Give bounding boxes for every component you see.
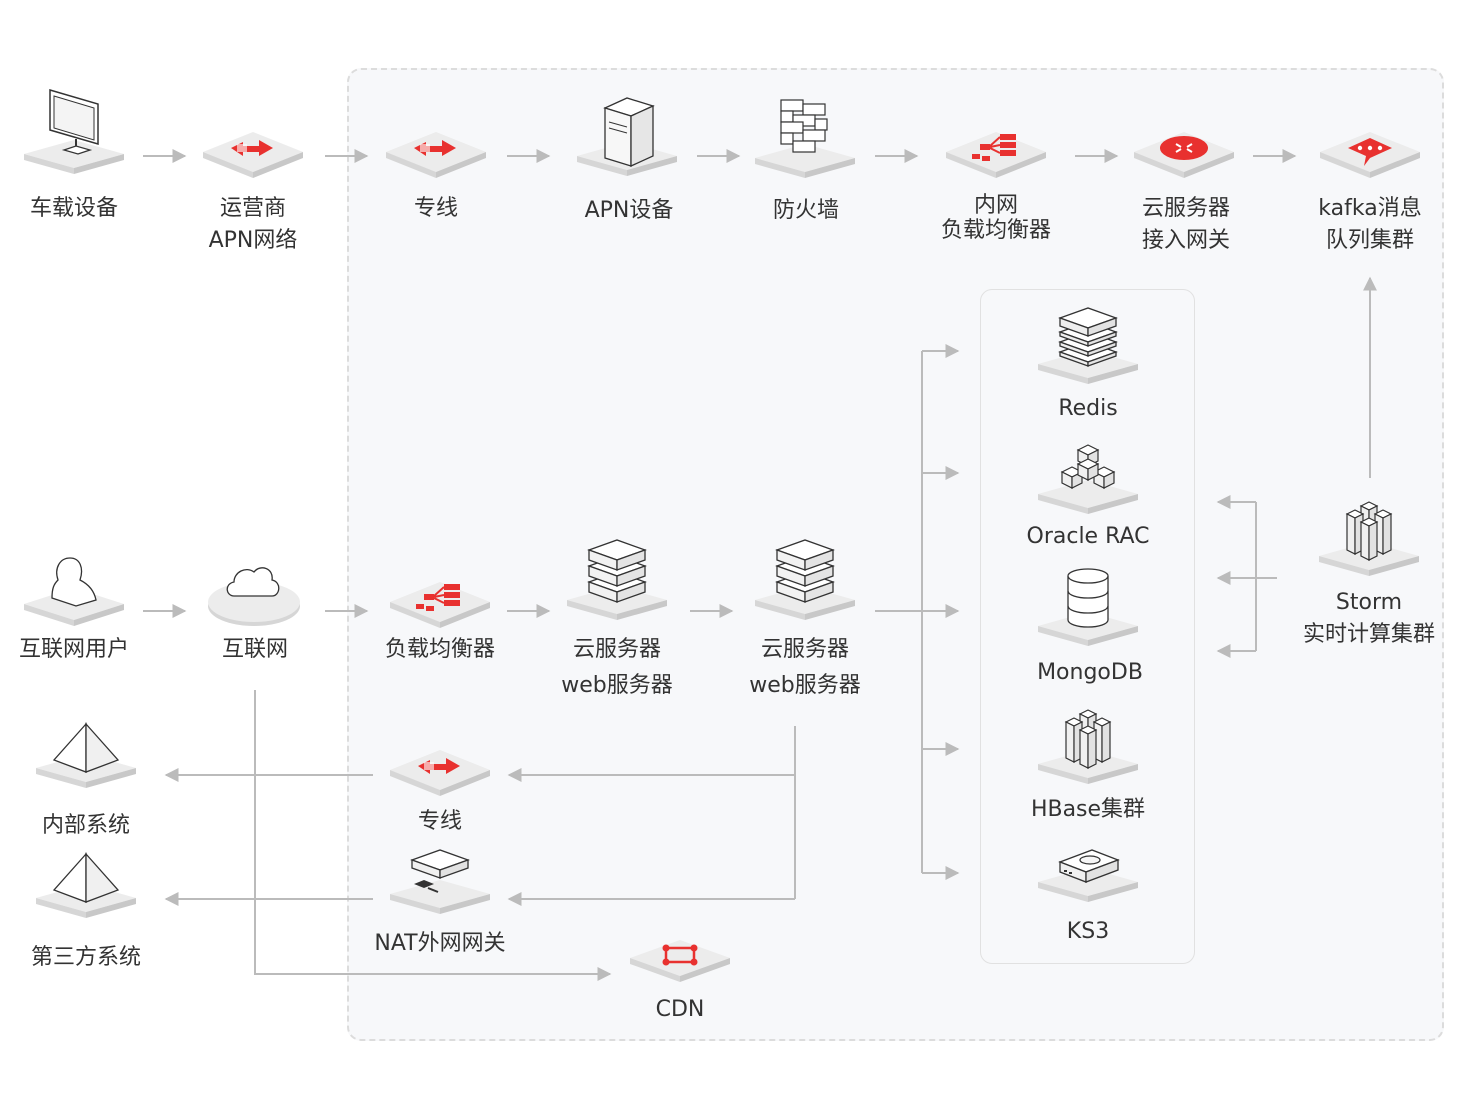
mongodb-label: MongoDB (1037, 660, 1143, 685)
server-stack-icon (567, 539, 667, 620)
ks3-node (1038, 838, 1138, 930)
storage-drive-icon (1038, 849, 1138, 902)
internal-lb-node (946, 90, 1046, 182)
load-balancer-node (390, 540, 490, 632)
internet-label: 互联网 (221, 637, 288, 662)
web-server-2-label-2: web服务器 (749, 673, 861, 698)
storm-node (1319, 492, 1419, 584)
nat-gateway-node (390, 838, 490, 930)
internet-node (204, 540, 304, 632)
layers-icon (1038, 307, 1138, 384)
internal-system-label: 内部系统 (41, 813, 130, 838)
cluster-icon (1319, 501, 1419, 576)
hbase-label: HBase集群 (1030, 797, 1146, 822)
leased-line-top-label: 专线 (413, 196, 458, 221)
leased-line-top-node (386, 90, 486, 182)
network-switch-icon (203, 132, 303, 178)
kafka-label-2: 队列集群 (1325, 228, 1414, 253)
operator-apn-node (203, 90, 303, 182)
leased-line-bottom-label: 专线 (417, 809, 462, 834)
apn-device-label: APN设备 (584, 198, 674, 223)
server-tower-icon (577, 97, 677, 176)
server-stack-icon (755, 539, 855, 620)
internal-lb-label-2: 负载均衡器 (940, 218, 1051, 243)
hbase-node (1038, 700, 1138, 792)
operator-apn-label-1: 运营商 (219, 196, 286, 221)
third-party-node (36, 844, 136, 936)
load-balancer-icon (390, 582, 490, 628)
redis-node (1038, 300, 1138, 392)
storm-label-2: 实时计算集群 (1302, 622, 1435, 647)
operator-apn-label-2: APN网络 (208, 228, 298, 253)
monitor-icon (24, 89, 124, 174)
router-icon (1134, 132, 1234, 178)
kafka-node (1320, 90, 1420, 182)
firewall-label: 防火墙 (772, 198, 839, 223)
user-icon (24, 557, 124, 626)
load-balancer-icon (946, 132, 1046, 178)
network-switch-icon (390, 750, 490, 796)
pyramid-icon (36, 852, 136, 918)
nat-gateway-icon (390, 849, 490, 914)
cdn-node (630, 918, 730, 1010)
web-server-1-node (567, 536, 667, 628)
apn-device-node (577, 94, 677, 186)
web-server-2-label-1: 云服务器 (760, 637, 849, 662)
database-icon (1038, 568, 1138, 646)
cloud-icon (208, 567, 300, 626)
load-balancer-label: 负载均衡器 (384, 637, 495, 662)
pyramid-icon (36, 722, 136, 788)
web-server-1-label-1: 云服务器 (572, 637, 661, 662)
cloud-region (347, 68, 1444, 1041)
cdn-icon (630, 940, 730, 982)
kafka-label-1: kafka消息 (1318, 196, 1422, 221)
firewall-icon (755, 99, 855, 178)
cloud-gateway-label-1: 云服务器 (1141, 196, 1230, 221)
nat-gateway-label: NAT外网网关 (374, 931, 506, 956)
cloud-gateway-node (1134, 90, 1234, 182)
firewall-node (755, 94, 855, 186)
web-server-1-label-2: web服务器 (561, 673, 673, 698)
internet-user-node (24, 540, 124, 632)
oracle-rac-label: Oracle RAC (1026, 524, 1150, 549)
leased-line-bottom-node (390, 708, 490, 800)
third-party-label: 第三方系统 (30, 945, 141, 970)
storm-label-1: Storm (1335, 590, 1403, 615)
vehicle-device-node (24, 88, 124, 180)
network-switch-icon (386, 132, 486, 178)
cluster-icon (1038, 709, 1138, 784)
arrow-internet-to-cdn (254, 690, 612, 981)
redis-label: Redis (1058, 396, 1118, 421)
ks3-label: KS3 (1066, 919, 1110, 944)
message-queue-icon (1320, 132, 1420, 178)
vehicle-device-label: 车载设备 (29, 196, 118, 221)
internal-lb-label-1: 内网 (973, 193, 1018, 218)
cubes-icon (1038, 444, 1138, 514)
internal-system-node (36, 714, 136, 806)
cdn-label: CDN (655, 997, 705, 1022)
web-server-2-node (755, 536, 855, 628)
mongodb-node (1038, 562, 1138, 654)
oracle-rac-node (1038, 430, 1138, 522)
internet-user-label: 互联网用户 (18, 637, 129, 662)
cloud-gateway-label-2: 接入网关 (1141, 228, 1230, 253)
